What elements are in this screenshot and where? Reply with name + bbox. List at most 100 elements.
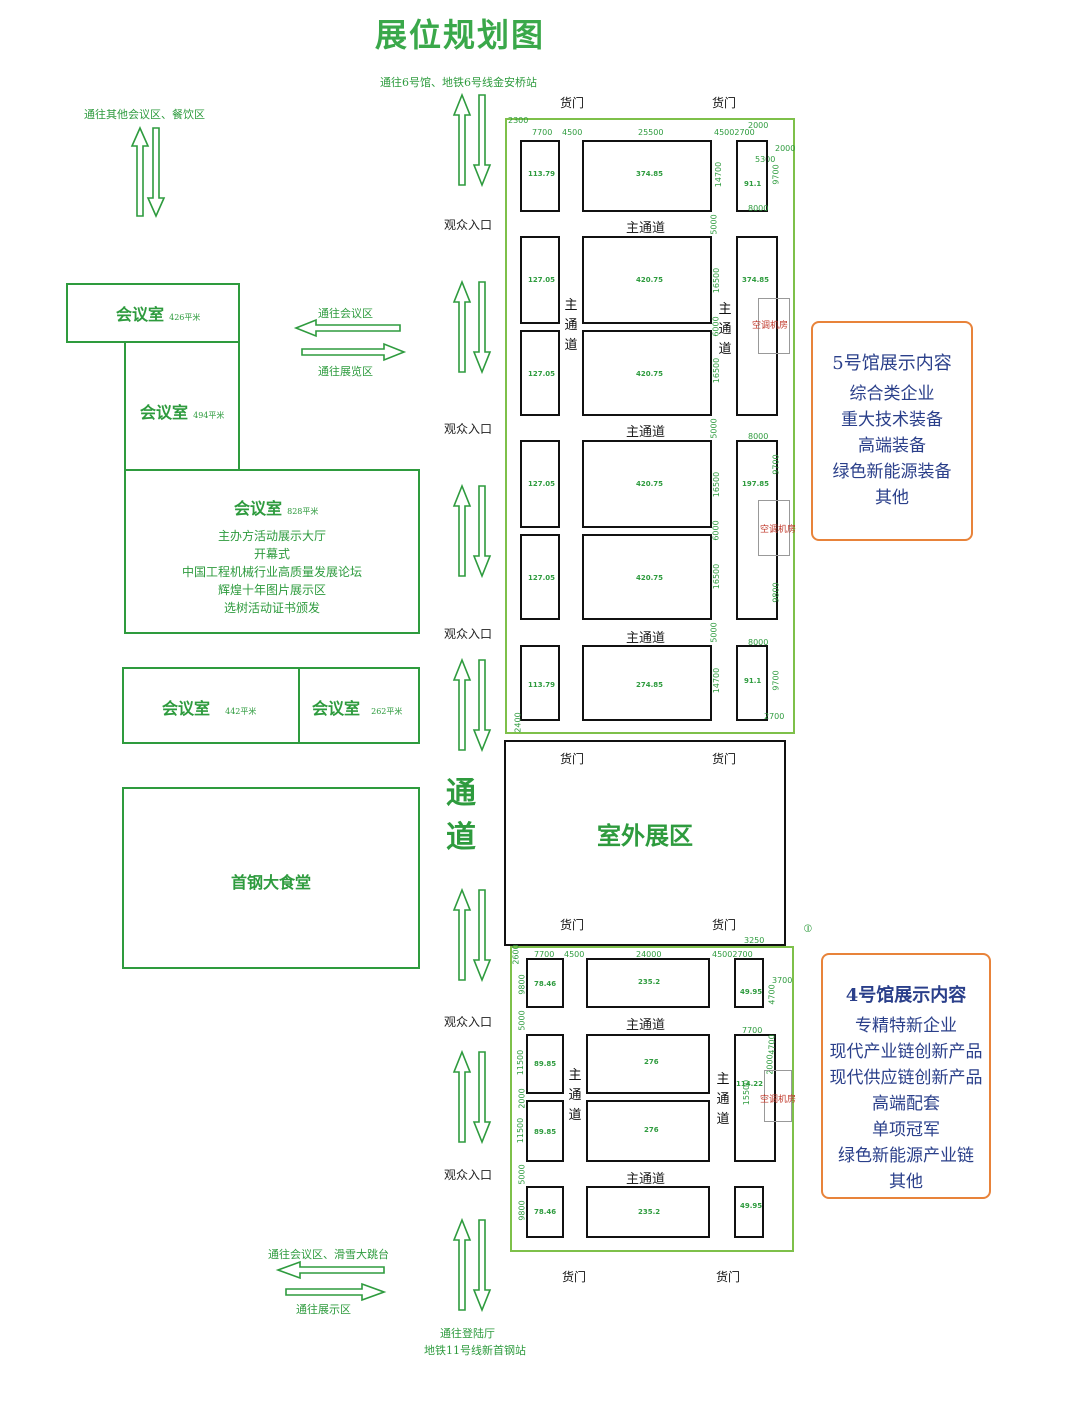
aisle-char: 主 — [718, 302, 732, 317]
room-name: 会议室 — [234, 499, 283, 518]
main-aisle-label: 主通道 — [626, 631, 666, 646]
booth[interactable]: 420.75 — [582, 440, 712, 528]
booth-area: 276 — [644, 1126, 659, 1134]
cargo-door: 货门 — [560, 96, 585, 110]
arrow-pair-icon — [452, 92, 492, 188]
booth[interactable]: 89.85 — [526, 1100, 564, 1162]
booth-area: 78.46 — [534, 980, 557, 988]
booth[interactable]: 89.85 — [526, 1034, 564, 1094]
dim-label: 16500 — [712, 563, 722, 590]
dim-label: 25500 — [638, 128, 664, 137]
booth[interactable]: 49.95 — [734, 1186, 764, 1238]
aisle-char: 主 — [568, 1068, 582, 1083]
visitor-entrance: 观众入口 — [444, 218, 493, 232]
cargo-door: 货门 — [712, 752, 737, 766]
booth[interactable]: 78.46 — [526, 958, 564, 1008]
visitor-entrance: 观众入口 — [444, 1168, 493, 1182]
dim-label: 6000 — [711, 316, 721, 337]
booth-area: 49.95 — [740, 988, 763, 996]
dim-label: 16500 — [712, 471, 722, 498]
dim-label: 7700 — [534, 950, 555, 959]
booth-area: 420.75 — [636, 574, 664, 582]
dim-label: 9800 — [771, 582, 781, 603]
meeting-room-442[interactable]: 会议室 442平米 — [122, 667, 300, 744]
dim-label: 9700 — [771, 454, 781, 475]
main-aisle-label: 主通道 — [626, 221, 666, 236]
aisle-char: 通 — [716, 1092, 730, 1107]
booth[interactable]: 420.75 — [582, 534, 712, 620]
booth[interactable]: 235.2 — [586, 1186, 710, 1238]
dim-label: 2000 — [517, 1088, 527, 1109]
nav-metro11-label: 地铁11号线新首钢站 — [424, 1344, 526, 1357]
panel-item: 重大技术装备 — [841, 410, 943, 430]
arrow-pair-icon — [452, 657, 492, 753]
cargo-door: 货门 — [712, 96, 737, 110]
booth[interactable]: 114.22 — [734, 1034, 776, 1162]
dim-label: 5300 — [755, 155, 776, 164]
booth[interactable]: 235.2 — [586, 958, 710, 1008]
panel-item: 单项冠军 — [872, 1120, 940, 1140]
dim-label: 15500 — [742, 1079, 752, 1106]
booth[interactable]: 127.05 — [520, 534, 560, 620]
booth-area: 420.75 — [636, 370, 664, 378]
booth[interactable]: 420.75 — [582, 330, 712, 416]
booth[interactable]: 197.85 — [736, 440, 778, 620]
room-area: 262平米 — [371, 707, 403, 716]
ac-room-label: 空调机房 — [752, 321, 789, 331]
nav-to-other-meeting-label: 通往其他会议区、餐饮区 — [84, 108, 205, 121]
booth[interactable]: 276 — [586, 1034, 710, 1094]
dim-label: 5000 — [517, 1010, 527, 1031]
arrow-pair-icon — [452, 1049, 492, 1145]
booth[interactable]: 113.79 — [520, 645, 560, 721]
activity-line: 开幕式 — [253, 547, 290, 561]
cargo-door: 货门 — [560, 752, 585, 766]
nav-to-meeting-ski-label: 通往会议区、滑雪大跳台 — [268, 1248, 389, 1261]
booth[interactable]: 374.85 — [582, 140, 712, 212]
page-title: 展位规划图 — [374, 16, 545, 54]
dim-label: 9800 — [517, 974, 527, 995]
hall5-content-panel: 5号馆展示内容 综合类企业 重大技术装备 高端装备 绿色新能源装备 其他 — [811, 321, 973, 541]
nav-to-exhibit-label: 通往展览区 — [318, 365, 373, 378]
booth[interactable]: 420.75 — [582, 236, 712, 324]
booth[interactable]: 127.05 — [520, 440, 560, 528]
nav-to-hall6-label: 通往6号馆、地铁6号线金安桥站 — [380, 76, 537, 89]
canteen[interactable]: 首钢大食堂 — [122, 787, 420, 969]
booth[interactable]: 78.46 — [526, 1186, 564, 1238]
dim-label: 7700 — [532, 128, 553, 137]
booth[interactable]: 127.05 — [520, 330, 560, 416]
meeting-room-426[interactable]: 会议室 426平米 — [66, 283, 240, 343]
visitor-entrance: 观众入口 — [444, 1015, 493, 1029]
booth[interactable]: 274.85 — [582, 645, 712, 721]
booth[interactable]: 276 — [586, 1100, 710, 1162]
booth[interactable]: 127.05 — [520, 236, 560, 324]
aisle-char: 通 — [718, 322, 732, 337]
dim-label: 2000 — [748, 121, 769, 130]
ac-room — [758, 298, 790, 354]
nav-to-exhibit-bottom-label: 通往展示区 — [296, 1303, 351, 1316]
vertical-aisle-label: 主 通 道 — [564, 296, 578, 356]
room-name: 会议室 — [140, 403, 189, 422]
booth[interactable]: 91.1 — [736, 645, 768, 721]
booth-area: 91.1 — [744, 180, 762, 188]
outdoor-label: 室外展区 — [597, 821, 693, 850]
booth[interactable]: 49.95 — [734, 958, 764, 1008]
dim-label: 8000 — [748, 204, 769, 213]
dim-label: 5000 — [517, 1164, 527, 1185]
panel-heading: 5号馆展示内容 — [832, 353, 952, 374]
room-area: 426平米 — [169, 313, 201, 322]
booth[interactable]: 91.1 — [736, 140, 768, 212]
outdoor-exhibition-area[interactable]: 室外展区 — [504, 740, 786, 946]
meeting-room-494[interactable]: 会议室 494平米 — [124, 341, 240, 471]
booth[interactable]: 374.85 — [736, 236, 778, 416]
booth-area: 374.85 — [636, 170, 664, 178]
dim-label: 4500 — [562, 128, 583, 137]
booth-area: 49.95 — [740, 1202, 763, 1210]
booth-area: 197.85 — [742, 480, 770, 488]
booth-area: 127.05 — [528, 574, 556, 582]
meeting-room-828[interactable]: 会议室 828平米 主办方活动展示大厅 开幕式 中国工程机械行业高质量发展论坛 … — [124, 469, 420, 634]
panel-item: 高端配套 — [872, 1094, 940, 1114]
dim-label: 45002700 — [714, 128, 755, 137]
meeting-room-262[interactable]: 会议室 262平米 — [298, 667, 420, 744]
booth[interactable]: 113.79 — [520, 140, 560, 212]
panel-item: 其他 — [875, 488, 909, 508]
